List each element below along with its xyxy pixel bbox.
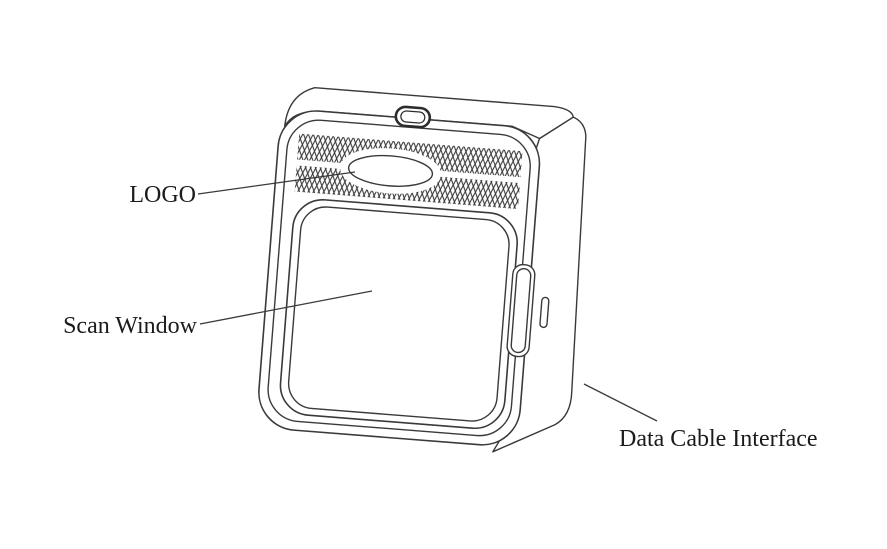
data-cable-leader-line [583, 383, 658, 422]
scan-window-label: Scan Window [63, 313, 198, 339]
side-cable-clip [506, 263, 536, 358]
side-notch [539, 296, 550, 329]
logo-label: LOGO [129, 182, 196, 208]
logo-leader-line [197, 171, 356, 195]
data-cable-label: Data Cable Interface [619, 426, 818, 452]
scan-window-leader-line [199, 290, 373, 325]
logo-oval [347, 154, 434, 187]
top-button-inner-line [400, 110, 426, 124]
side-cable-clip-inner-line [510, 267, 532, 354]
scan-window [279, 198, 518, 430]
